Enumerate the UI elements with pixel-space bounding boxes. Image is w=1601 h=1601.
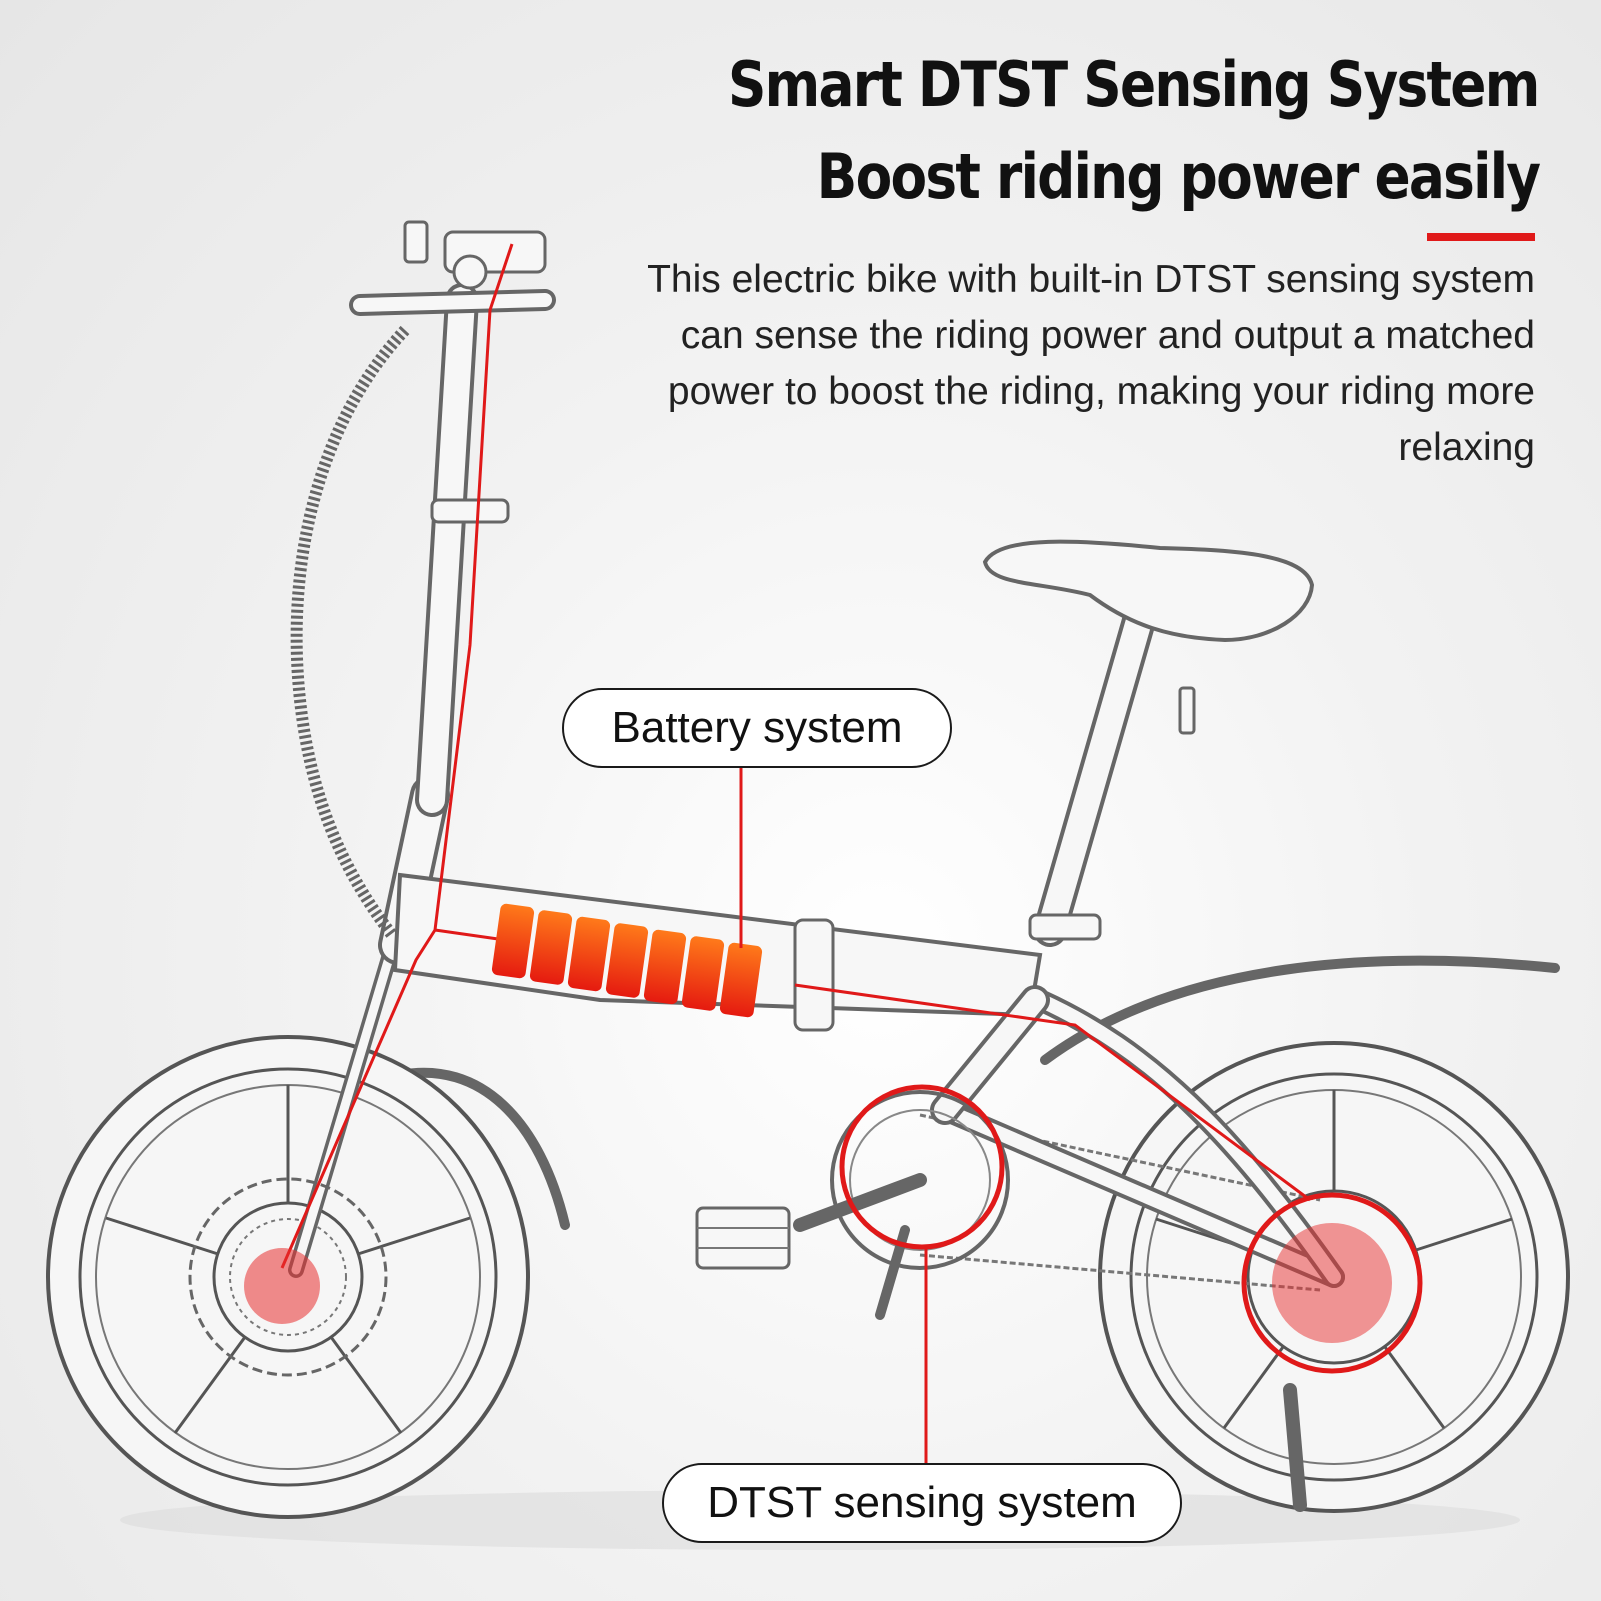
rear-hub-sensor-dot: [1272, 1223, 1392, 1343]
battery-cells: [491, 903, 763, 1018]
battery-cell: [529, 910, 573, 985]
rear-hub-sensor-ring: [1241, 1192, 1423, 1374]
battery-system-label: Battery system: [611, 703, 903, 752]
frame-fold-hinge: [793, 918, 835, 1032]
dtst-sensing-system-callout: DTST sensing system: [662, 1463, 1182, 1543]
saddle: [982, 539, 1315, 643]
wiring-trace: [280, 243, 1311, 1269]
battery-system-callout: Battery system: [562, 688, 952, 768]
chainring: [830, 1090, 1010, 1270]
battery-cell: [681, 936, 725, 1011]
battery-cell: [719, 942, 763, 1018]
accent-underline: [1427, 233, 1535, 241]
battery-cell: [567, 916, 611, 992]
crank-sensor-ring: [839, 1084, 1005, 1250]
crank-arm: [793, 1173, 927, 1232]
battery-cell: [605, 923, 649, 998]
headline-line-2: Boost riding power easily: [816, 140, 1540, 213]
front-brake-disc: [188, 1177, 388, 1377]
tail-light: [1178, 686, 1196, 735]
dtst-sensing-system-label: DTST sensing system: [707, 1478, 1137, 1527]
front-fender: [395, 1067, 570, 1230]
handlebar: [349, 220, 556, 316]
battery-cell: [643, 929, 687, 1005]
battery-cell: [491, 903, 535, 979]
headline-line-1: Smart DTST Sensing System: [728, 48, 1540, 121]
seat-clamp: [1028, 913, 1102, 941]
stem-clamp: [430, 498, 510, 524]
feature-description: This electric bike with built-in DTST se…: [647, 258, 1535, 469]
rear-kickstand: [1283, 1383, 1307, 1512]
brake-cable: [290, 325, 410, 939]
front-hub-sensor-dot: [244, 1248, 320, 1324]
pedal: [695, 1206, 791, 1270]
